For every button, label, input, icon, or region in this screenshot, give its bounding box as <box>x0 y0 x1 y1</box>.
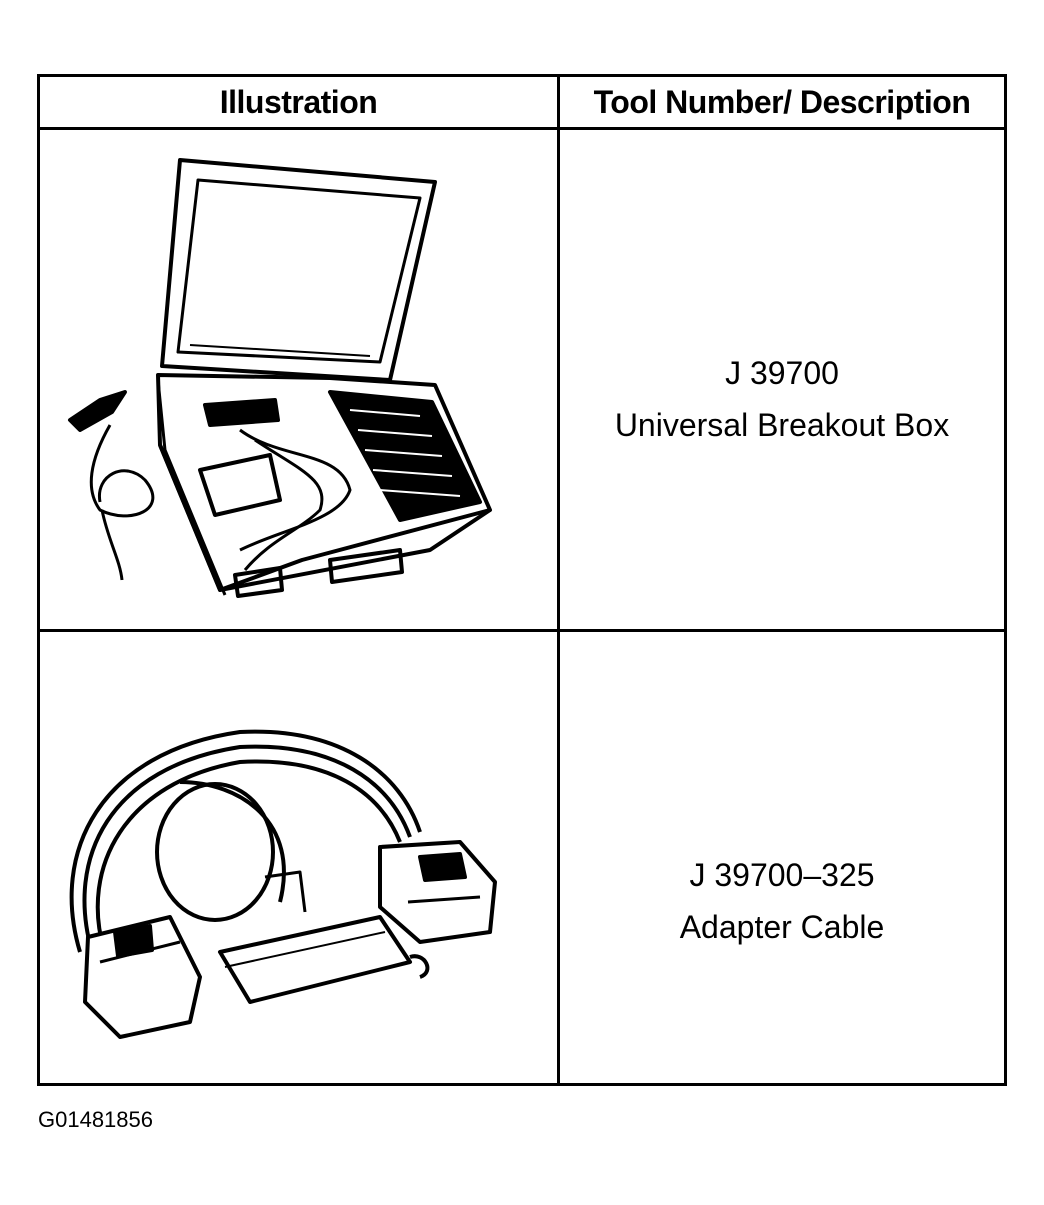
adapter-cable-icon <box>40 632 557 1086</box>
figure-id: G01481856 <box>38 1107 153 1132</box>
row1-description-cell: J 39700 Universal Breakout Box <box>560 347 1004 451</box>
row-divider <box>40 629 1004 632</box>
header-divider <box>40 127 1004 130</box>
tool-description: Adapter Cable <box>679 909 885 945</box>
header-illustration: Illustration <box>219 83 378 120</box>
row2-description-cell: J 39700–325 Adapter Cable <box>560 849 1004 953</box>
header-tool-description: Tool Number/ Description <box>593 83 971 120</box>
breakout-box-case-icon <box>40 130 557 629</box>
tool-table: Illustration Tool Number/ Description <box>37 74 1007 1086</box>
tool-number: J 39700–325 <box>689 857 875 893</box>
tool-number: J 39700 <box>725 355 839 391</box>
tool-description: Universal Breakout Box <box>614 407 950 443</box>
column-divider <box>557 77 560 1083</box>
